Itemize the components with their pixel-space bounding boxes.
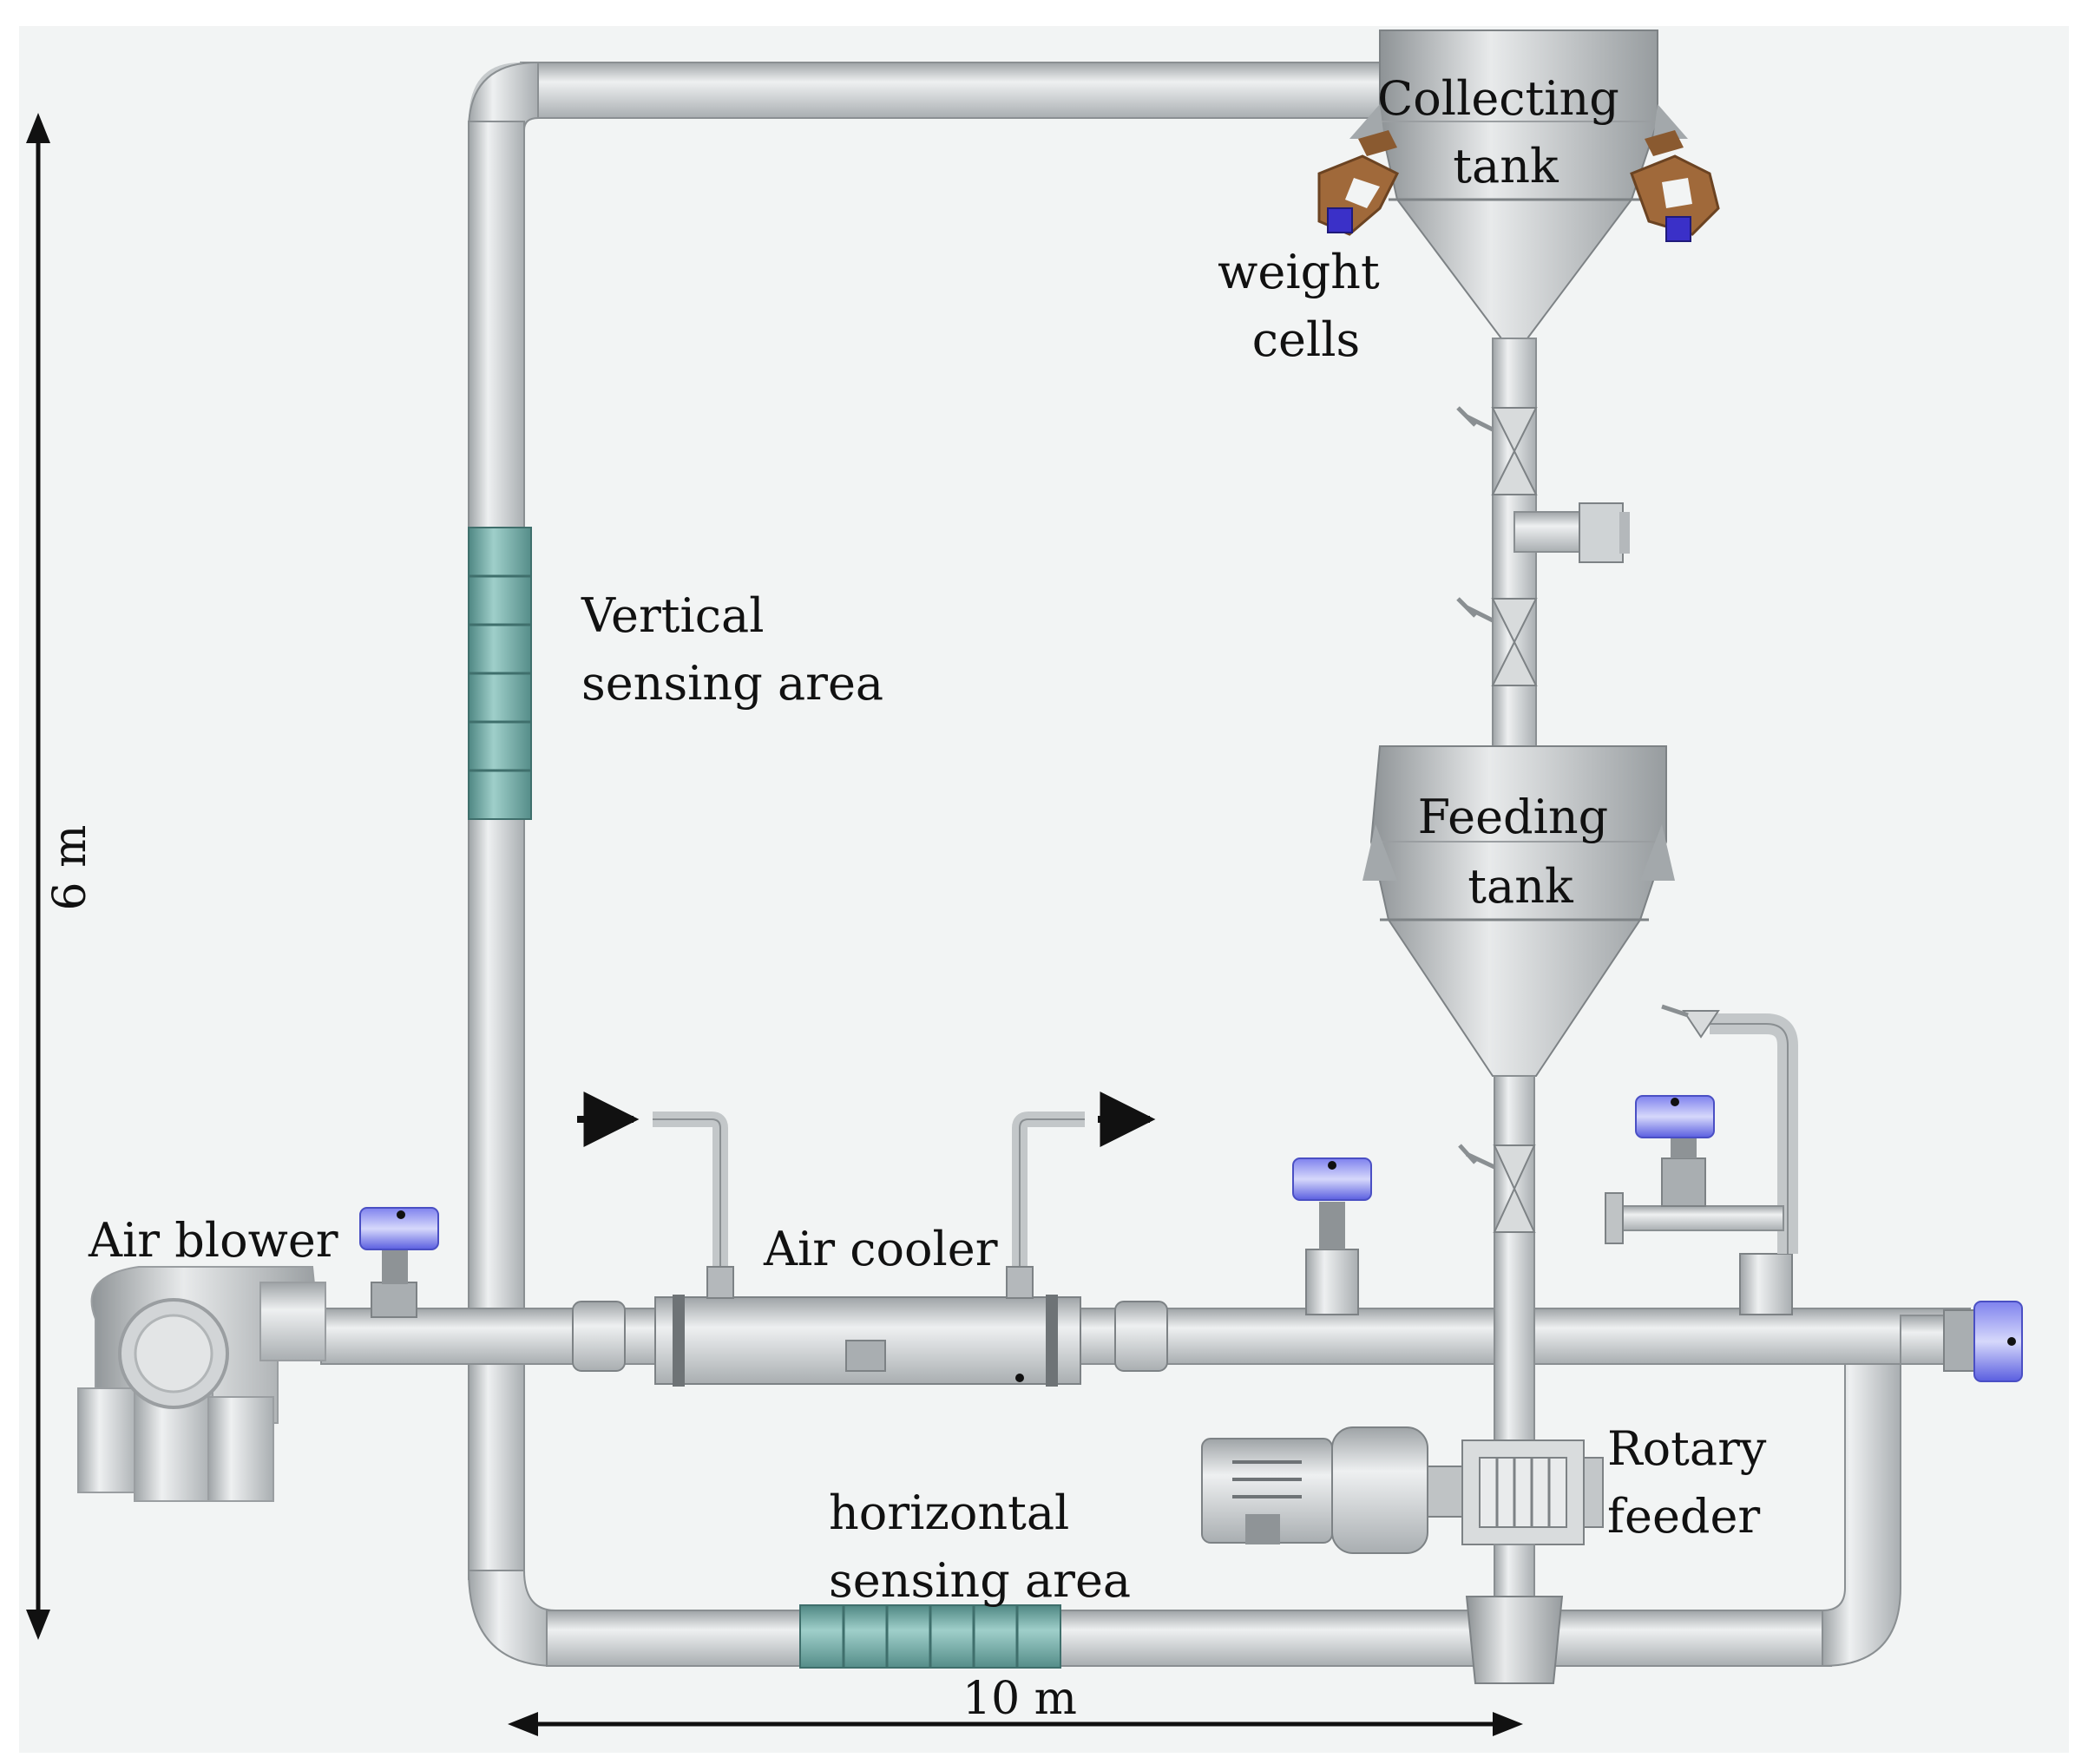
rotary-feeder xyxy=(1201,1426,1604,1684)
height-dimension: 6 m xyxy=(26,113,96,1640)
air-blower-label: Air blower xyxy=(88,1213,338,1268)
height-dimension-label: 6 m xyxy=(44,825,96,911)
weight-cell-left-icon xyxy=(1317,130,1400,236)
bypass-valve-icon xyxy=(1635,1095,1715,1207)
weight-cell-right-icon xyxy=(1630,130,1720,242)
horizontal-sensing-area xyxy=(799,1604,1061,1669)
background-panel xyxy=(19,26,2069,1753)
air-cooler-label: Air cooler xyxy=(763,1222,998,1276)
vertical-sensing-area-label: Vertical sensing area xyxy=(581,588,883,711)
air-cooler xyxy=(572,1112,1168,1387)
air-blower xyxy=(77,1266,326,1502)
vertical-sensing-area xyxy=(468,527,532,820)
collecting-tank-label: Collecting tank xyxy=(1377,71,1634,193)
width-dimension-label: 10 m xyxy=(962,1673,1077,1725)
rotary-feeder-label: Rotary feeder xyxy=(1607,1421,1782,1544)
bypass-line xyxy=(1605,1004,1798,1315)
end-valve-icon xyxy=(1943,1301,2023,1382)
width-dimension: 10 m xyxy=(508,1673,1523,1736)
feed-pipe xyxy=(1458,1075,1536,1450)
blower-valve-icon xyxy=(359,1207,439,1318)
horizontal-sensing-area-label: horizontal sensing area xyxy=(829,1485,1131,1608)
feeding-tank-label: Feeding tank xyxy=(1418,790,1624,914)
feeding-tank xyxy=(1362,745,1675,1077)
main-line-valve-icon xyxy=(1292,1157,1372,1315)
weight-cells-label: weight cells xyxy=(1218,245,1395,367)
